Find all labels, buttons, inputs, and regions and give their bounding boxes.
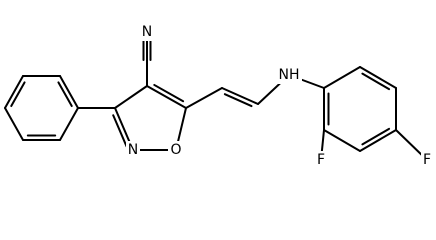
- atom-ring-nitrogen: N: [126, 141, 140, 159]
- bond-c5-vinyl-main: [185, 87, 223, 109]
- atom-label-amine-nh: NH: [279, 67, 300, 83]
- bond-ring-c4-c3-main: [114, 85, 148, 109]
- atom-label-f-para: F: [423, 152, 431, 168]
- atom-label-ring-o: O: [170, 142, 181, 158]
- atom-label-f-ortho: F: [317, 152, 325, 168]
- atom-label-layer: N N O NH F F: [126, 23, 433, 169]
- bond-vinyl-double-main: [221, 87, 259, 105]
- atom-label-ring-n: N: [128, 142, 138, 158]
- atom-ring-oxygen: O: [168, 141, 184, 159]
- bond-phenyl-3-4-second: [10, 81, 26, 108]
- bond-aryl-2-3-main: [323, 129, 361, 152]
- structure-diagram: N N O NH F F: [4, 23, 433, 169]
- bond-ring-c3-n-second: [112, 114, 128, 148]
- bond-ring-c5-c4-main: [146, 85, 187, 109]
- bond-phenyl-6-1-main: [59, 107, 79, 141]
- bond-phenyl-3-4-main: [4, 75, 24, 109]
- bond-aryl-3-4-main: [359, 129, 397, 152]
- bond-aryl-5-6-main: [359, 66, 397, 89]
- bond-phenyl-1-2-main: [59, 75, 79, 109]
- atom-nitrile-nitrogen: N: [140, 23, 154, 41]
- bond-phenyl-1-2-second: [57, 81, 73, 108]
- bond-aryl-3-4-second: [361, 127, 391, 146]
- bond-vinyl-double-second: [223, 93, 253, 108]
- atom-amine-nitrogen: NH: [276, 66, 302, 84]
- bond-phenyl-4-5-main: [4, 107, 24, 141]
- bond-ring-c5-c4-second: [153, 83, 185, 103]
- bond-aryl-5-6-second: [361, 72, 391, 91]
- atom-fluorine-ortho: F: [315, 151, 327, 169]
- atom-label-nitrile-n: N: [142, 24, 152, 40]
- bond-aryl-6-1-main: [323, 66, 361, 89]
- bond-layer: [4, 31, 428, 161]
- atom-fluorine-para: F: [421, 151, 433, 169]
- molecule-drawing: N N O NH F F: [4, 23, 433, 169]
